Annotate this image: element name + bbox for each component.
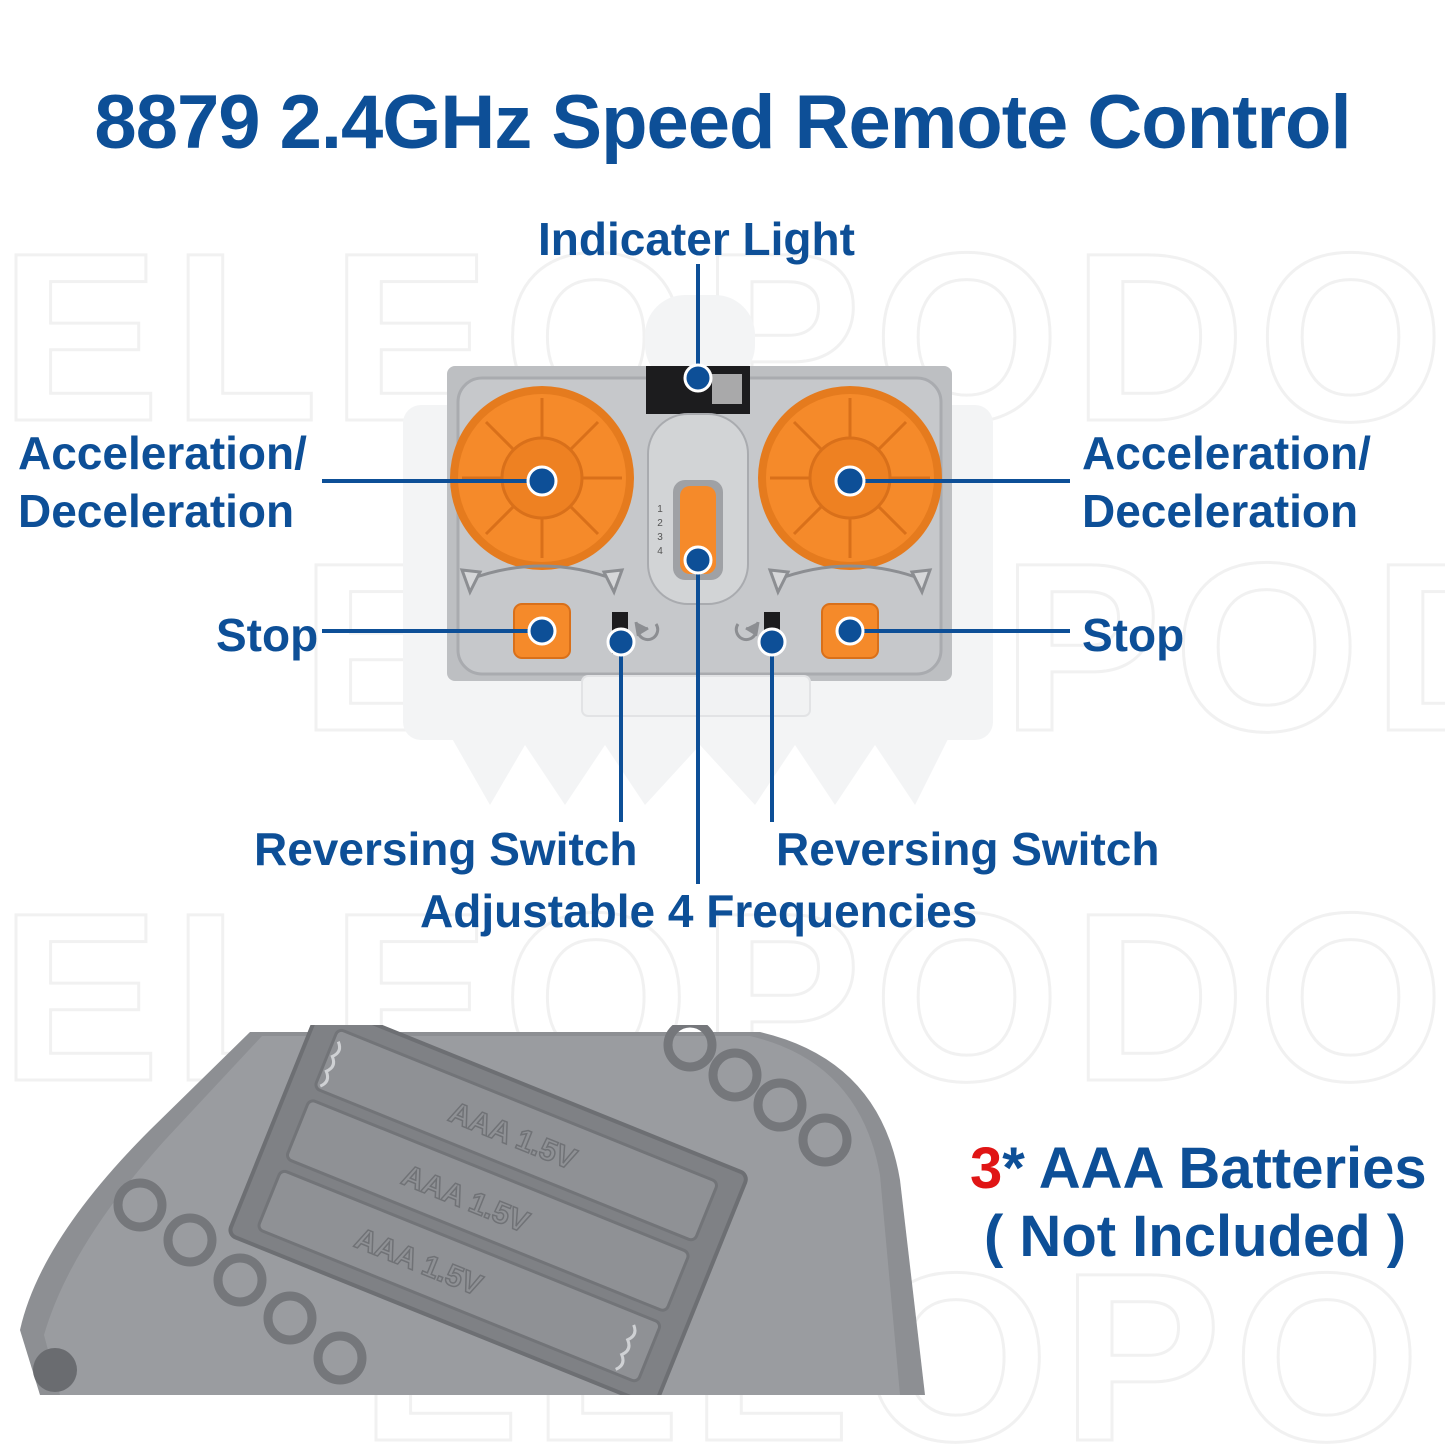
battery-note: ( Not Included ) <box>984 1204 1407 1269</box>
right-speed-scale <box>767 564 933 596</box>
indicator-light-shine <box>712 374 742 404</box>
label-reversing-right: Reversing Switch <box>776 823 1160 875</box>
label-stop-right: Stop <box>1082 609 1185 661</box>
stud-3 <box>753 1078 807 1132</box>
battery-label: 3* AAA Batteries <box>970 1140 1427 1198</box>
spring-icon-2 <box>615 1324 637 1371</box>
spring-icon-1 <box>319 1041 342 1088</box>
reverse-arrow-icon-left <box>634 621 660 642</box>
channel-number-4: 4 <box>657 546 663 557</box>
channel-numbers: 1 2 3 4 <box>657 504 663 557</box>
channel-number-3: 3 <box>657 532 663 543</box>
label-accel-right-line1: Acceleration/ <box>1082 427 1371 479</box>
stud-8 <box>263 1291 317 1345</box>
battery-count: 3 <box>970 1136 1003 1201</box>
channel-number-2: 2 <box>657 518 663 529</box>
stud-1 <box>663 1025 717 1072</box>
stud-7 <box>213 1253 267 1307</box>
stud-2 <box>708 1048 762 1102</box>
stud-9 <box>313 1331 367 1385</box>
callout-dot-stop-left <box>527 616 557 646</box>
battery-type: * AAA Batteries <box>1002 1136 1427 1201</box>
callout-dot-stop-right <box>835 616 865 646</box>
callout-dot-reversing-right <box>757 627 787 657</box>
battery-cell-slot-3 <box>257 1169 662 1383</box>
callout-dot-frequencies <box>683 545 713 575</box>
label-accel-left-line1: Acceleration/ <box>18 427 307 479</box>
label-reversing-left: Reversing Switch <box>254 823 638 875</box>
battery-cell-slot-1 <box>314 1028 718 1242</box>
battery-cell-slot-2 <box>286 1099 690 1312</box>
stud-5 <box>113 1178 167 1232</box>
label-indicator-light: Indicater Light <box>538 213 855 265</box>
callout-dot-indicator <box>683 363 713 393</box>
page-title: 8879 2.4GHz Speed Remote Control <box>94 80 1351 165</box>
label-stop-left: Stop <box>216 609 319 661</box>
callout-dot-accel-right <box>834 465 866 497</box>
stud-4 <box>798 1113 852 1167</box>
callout-dot-reversing-left <box>606 627 636 657</box>
case-connector <box>33 1348 77 1392</box>
callout-dot-accel-left <box>526 465 558 497</box>
label-accel-right-line2: Deceleration <box>1082 485 1359 537</box>
label-frequencies: Adjustable 4 Frequencies <box>420 885 978 937</box>
left-speed-scale <box>459 564 625 596</box>
channel-number-1: 1 <box>657 504 663 515</box>
reverse-arrow-icon-right <box>734 621 760 642</box>
label-accel-left-line2: Deceleration <box>18 485 295 537</box>
stud-6 <box>163 1213 217 1267</box>
